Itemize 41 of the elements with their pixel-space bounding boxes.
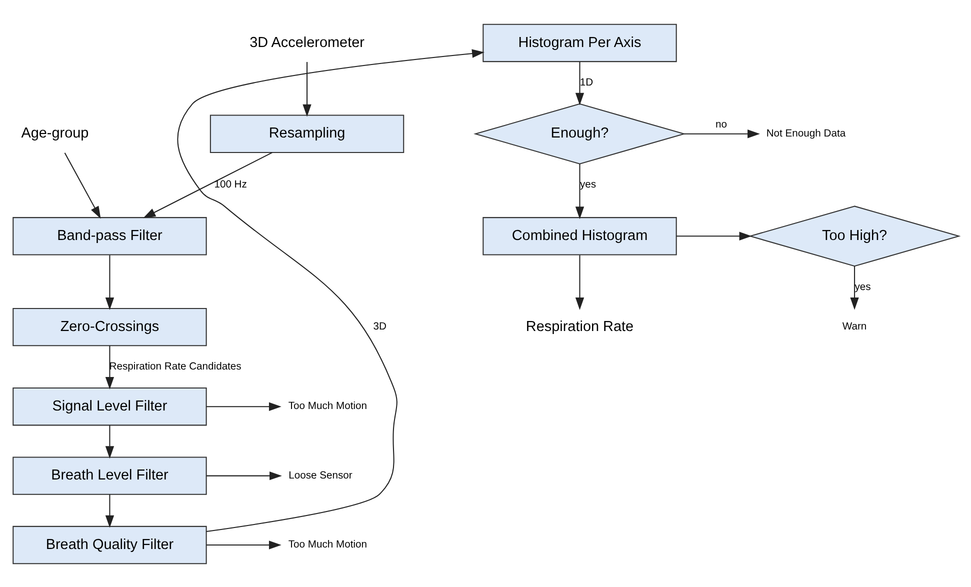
arrow [574, 254, 584, 310]
node-box: Combined Histogram [482, 216, 676, 255]
arrow [104, 424, 114, 458]
arrow [206, 402, 281, 410]
node-text: Too Much Motion [288, 400, 367, 412]
node-text: Warn [842, 321, 866, 332]
node-box: Band-pass Filter [12, 216, 206, 255]
arrow [104, 345, 114, 389]
arrow [302, 61, 311, 116]
node-box: Histogram Per Axis [482, 23, 676, 62]
node-box: Zero-Crossings [12, 307, 206, 346]
arrow [684, 129, 760, 138]
arrow [676, 231, 752, 240]
node-text: Respiration Rate [525, 318, 634, 334]
node-box: Breath Quality Filter [12, 525, 206, 564]
node-diamond: Too High? [748, 205, 960, 266]
node-text: Loose Sensor [288, 470, 352, 481]
edge-label: Respiration Rate Candidates [108, 360, 241, 372]
node-text: 3D Accelerometer [249, 34, 364, 50]
edge-label: 1D [579, 76, 593, 88]
arrow [104, 494, 114, 528]
arrow [574, 61, 584, 105]
node-box: Resampling [209, 114, 404, 152]
edge-label: 100 Hz [214, 179, 246, 190]
edge-label: 3D [372, 321, 386, 332]
arrow [206, 540, 281, 549]
arrow [104, 254, 114, 310]
arrow [850, 266, 858, 310]
node-diamond: Enough? [473, 102, 686, 164]
node-text: Not Enough Data [766, 128, 846, 139]
node-text: Too Much Motion [288, 539, 367, 550]
arrow [142, 152, 272, 218]
edge-label: yes [579, 179, 596, 190]
node-text: Age-group [20, 125, 88, 142]
arrow [206, 470, 282, 480]
arrow [64, 152, 100, 218]
node-box: Breath Level Filter [12, 456, 206, 494]
arrow [574, 163, 584, 219]
arrow [176, 48, 484, 532]
edge-label: no [715, 119, 727, 130]
node-box: Signal Level Filter [12, 386, 206, 426]
